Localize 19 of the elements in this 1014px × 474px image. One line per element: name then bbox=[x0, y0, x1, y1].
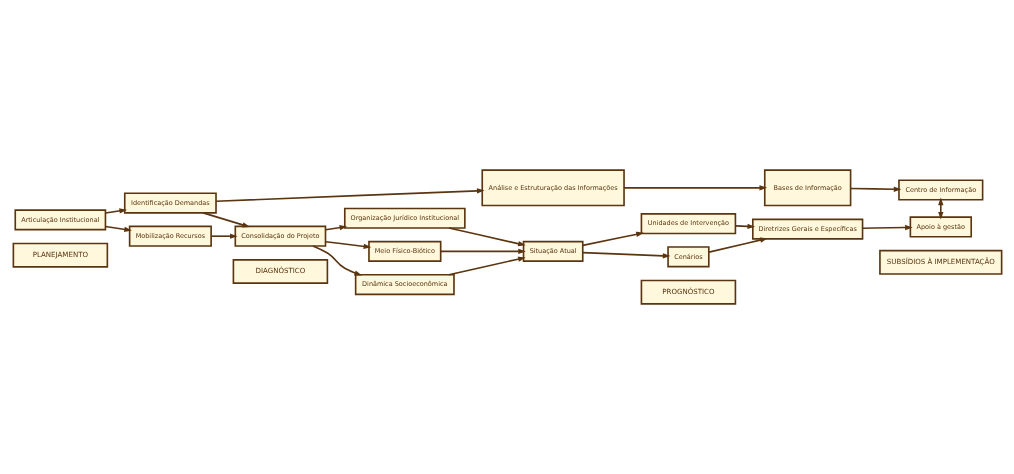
arrow bbox=[104, 225, 132, 233]
arrow bbox=[311, 245, 362, 276]
arrow bbox=[861, 224, 913, 231]
arrow bbox=[447, 256, 526, 276]
arrow bbox=[324, 240, 371, 250]
arrow bbox=[201, 212, 250, 228]
arrow bbox=[849, 186, 901, 192]
arrow bbox=[581, 251, 670, 259]
arrow bbox=[707, 237, 768, 253]
arrow bbox=[447, 227, 526, 247]
arrow bbox=[104, 208, 127, 214]
arrow bbox=[214, 188, 485, 203]
arrow bbox=[324, 225, 347, 231]
arrow bbox=[734, 223, 755, 230]
arrow bbox=[937, 197, 943, 220]
arrow bbox=[209, 233, 238, 239]
arrow bbox=[622, 185, 767, 191]
arrow bbox=[581, 231, 644, 247]
arrow bbox=[439, 248, 526, 255]
